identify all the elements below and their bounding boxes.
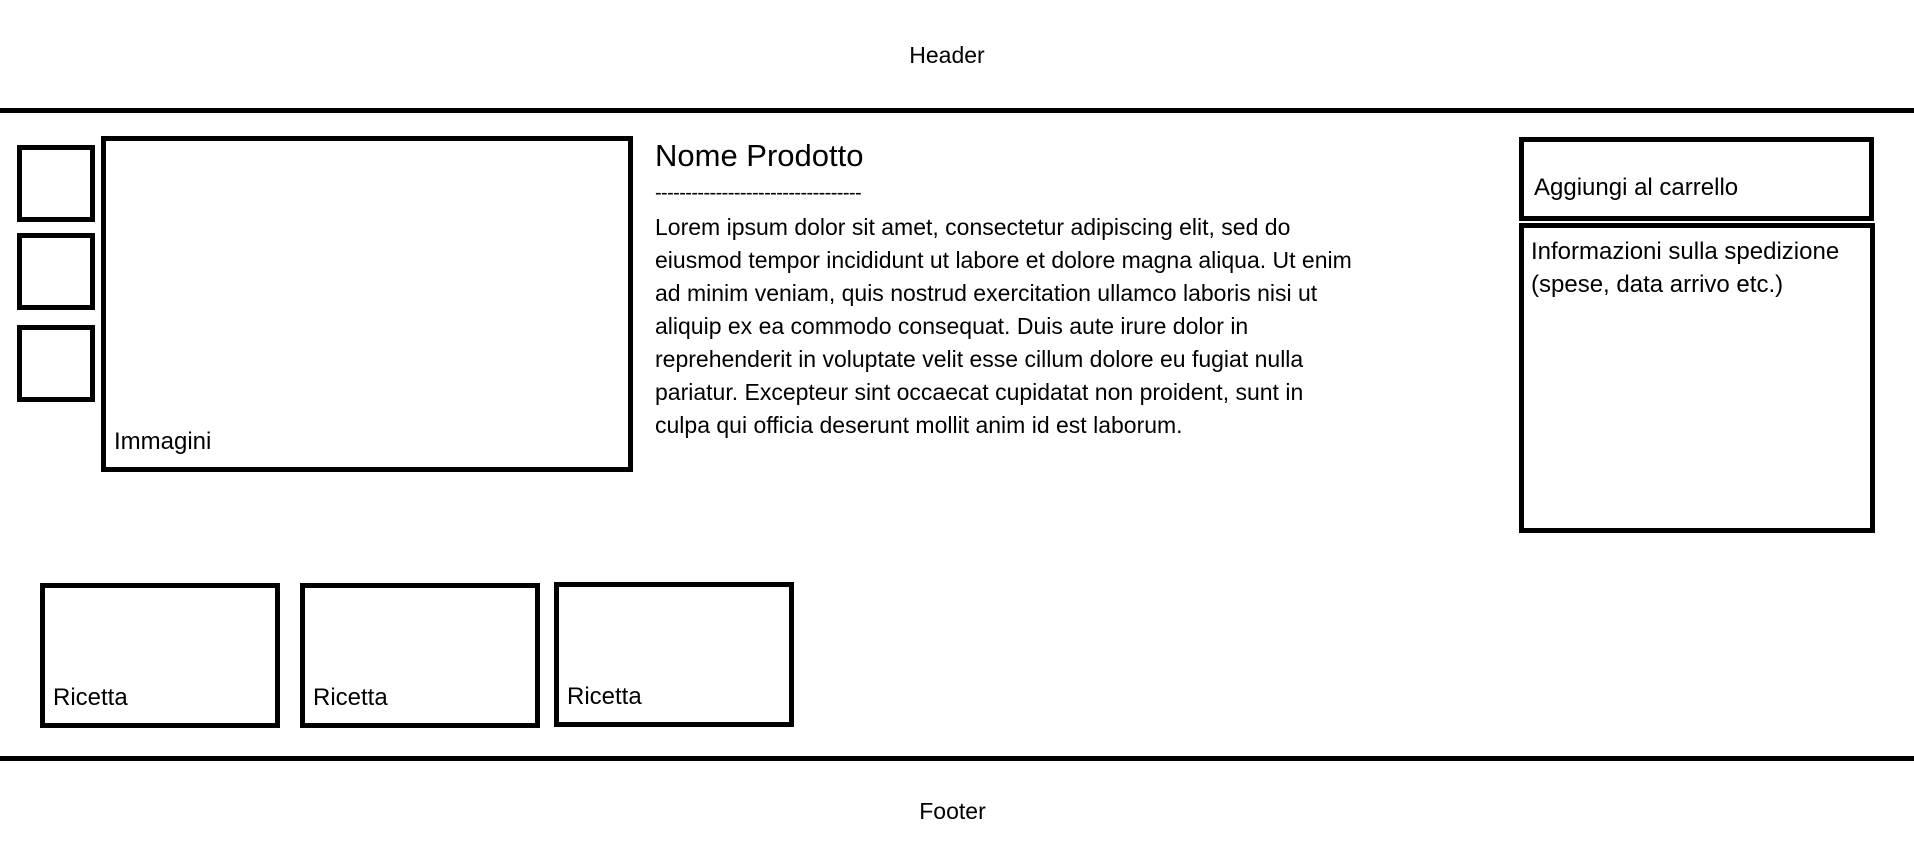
- add-to-cart-button[interactable]: Aggiungi al carrello: [1519, 137, 1874, 221]
- shipping-info-text: Informazioni sulla spedizione (spese, da…: [1531, 238, 1840, 298]
- footer-label: Footer: [919, 798, 986, 824]
- recipe-card-1[interactable]: Ricetta: [40, 583, 280, 728]
- title-divider: ----------------------------------: [655, 182, 862, 204]
- shipping-info-panel: Informazioni sulla spedizione (spese, da…: [1519, 223, 1875, 533]
- thumbnail-2[interactable]: [17, 233, 95, 310]
- recipe-label: Ricetta: [313, 684, 388, 711]
- recipe-card-2[interactable]: Ricetta: [300, 583, 540, 728]
- thumbnail-3[interactable]: [17, 325, 95, 402]
- recipe-card-3[interactable]: Ricetta: [554, 582, 794, 727]
- main-image[interactable]: Immagini: [101, 136, 633, 472]
- thumbnail-1[interactable]: [17, 145, 95, 222]
- product-description: Lorem ipsum dolor sit amet, consectetur …: [655, 214, 1352, 438]
- recipe-label: Ricetta: [567, 683, 642, 710]
- add-to-cart-label: Aggiungi al carrello: [1534, 174, 1739, 201]
- footer-divider: [0, 756, 1914, 761]
- recipe-label: Ricetta: [53, 684, 128, 711]
- header-divider: [0, 108, 1914, 113]
- header-label: Header: [909, 42, 985, 68]
- main-image-label: Immagini: [114, 428, 212, 455]
- product-title: Nome Prodotto: [655, 138, 864, 173]
